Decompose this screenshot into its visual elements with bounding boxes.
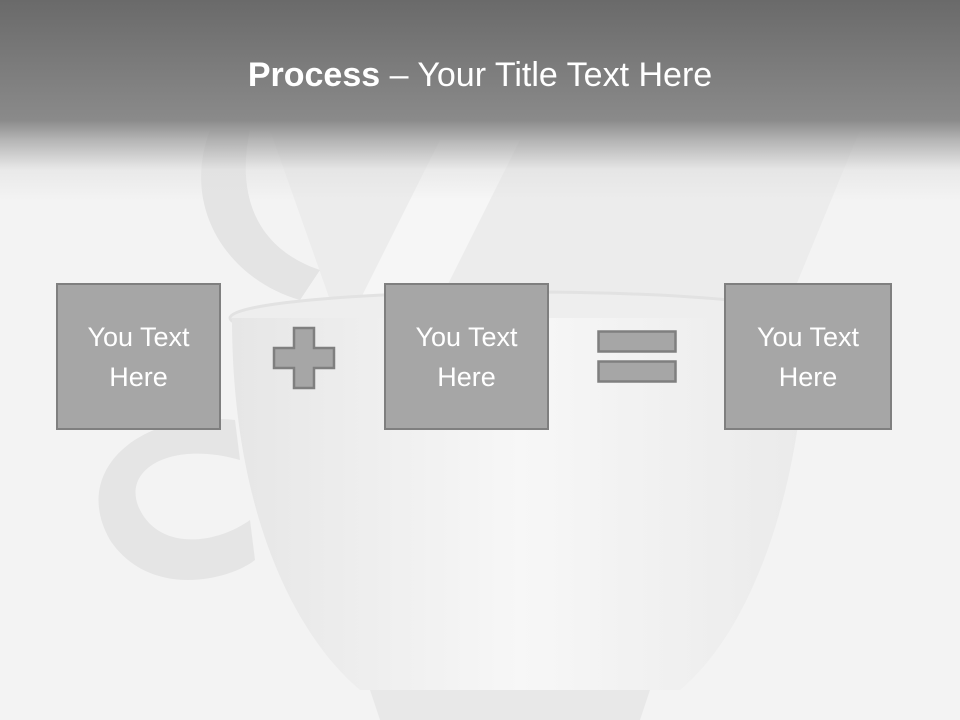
slide-title: Process – Your Title Text Here — [0, 52, 960, 98]
title-bold-text: Process — [247, 56, 381, 94]
process-box-1[interactable]: You Text Here — [56, 283, 221, 430]
title-band — [0, 0, 960, 200]
equals-icon — [597, 330, 677, 383]
plus-icon — [272, 326, 336, 390]
process-box-3[interactable]: You Text Here — [724, 283, 892, 430]
title-rest-text: – Your Title Text Here — [380, 56, 713, 94]
process-box-2[interactable]: You Text Here — [384, 283, 549, 430]
